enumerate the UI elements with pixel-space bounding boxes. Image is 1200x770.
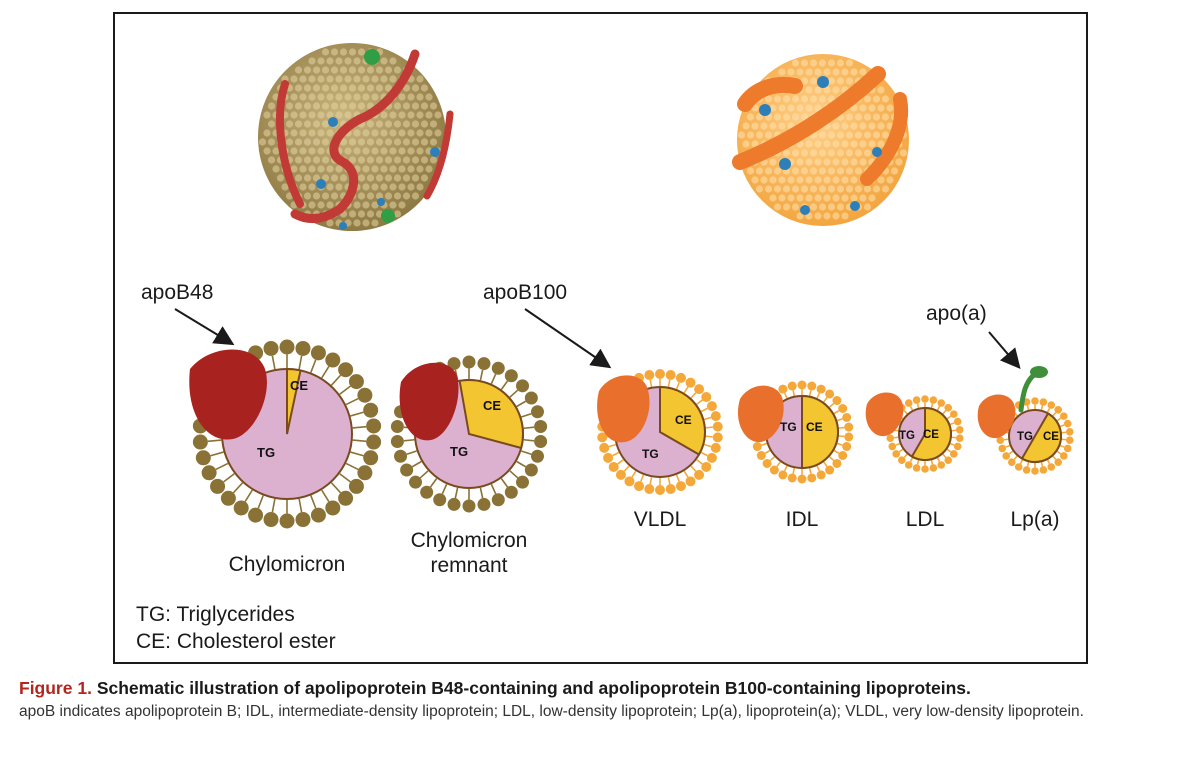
ce-slice <box>801 394 839 470</box>
apob48-arrow <box>174 308 235 346</box>
apob100-arrow <box>524 308 612 369</box>
apoa-label: apo(a) <box>926 302 987 325</box>
chylomicron-3d-illustration <box>258 43 454 231</box>
legend-ce: CE: Cholesterol ester <box>136 630 336 653</box>
caption-figure-number: Figure 1. <box>19 678 92 698</box>
ce-slice <box>910 406 952 461</box>
tg-label: TG <box>450 444 468 459</box>
figure-frame: apoB48 apoB100 apo(a) TG CE Chylomicron TG C… <box>113 12 1088 664</box>
ce-slice <box>1020 412 1062 463</box>
legend-tg: TG: Triglycerides <box>136 603 295 626</box>
apoa-arrow <box>988 331 1021 370</box>
particle-chylomicron: TG CE Chylomicron <box>189 339 382 576</box>
tg-label: TG <box>642 447 659 461</box>
tg-label: TG <box>899 430 915 442</box>
particle-name: LDL <box>906 508 945 531</box>
ce-label: CE <box>923 429 939 441</box>
tg-label: TG <box>780 420 797 434</box>
particle-name-line2: remnant <box>430 554 507 577</box>
ce-label: CE <box>675 413 692 427</box>
particle-name: VLDL <box>634 508 687 531</box>
abbreviation-legend: TG: Triglycerides CE: Cholesterol ester <box>136 601 336 655</box>
ce-label: CE <box>483 398 501 413</box>
lipoprotein-particles: TGCEChylomicronTGCEChylomicronremnantTGC… <box>189 339 1074 577</box>
caption-title-text: Schematic illustration of apolipoprotein… <box>96 678 971 698</box>
tg-label: TG <box>1017 431 1033 443</box>
ce-slice <box>659 385 706 456</box>
ce-label: CE <box>290 378 308 393</box>
apob100-protein <box>865 392 904 437</box>
tg-label: TG <box>257 445 275 460</box>
apob48-label: apoB48 <box>141 281 213 304</box>
particle-ldl: TG CE LDL <box>865 392 964 531</box>
particle-name: IDL <box>786 508 819 531</box>
apob100-protein <box>977 394 1016 439</box>
particle-name: Chylomicron <box>229 553 346 576</box>
apob100-protein <box>597 375 650 443</box>
ce-label: CE <box>1043 431 1059 443</box>
apob100-label: apoB100 <box>483 281 567 304</box>
particle-name: Chylomicron <box>411 529 528 552</box>
particle-vldl: TG CE VLDL <box>597 369 723 531</box>
particle-idl: TG CE IDL <box>737 380 854 531</box>
ce-slice <box>286 367 302 435</box>
apob100-protein <box>737 385 784 443</box>
apoa-head <box>1030 366 1048 378</box>
particle-lp-a-: TG CE Lp(a) <box>977 394 1074 531</box>
figure-caption: Figure 1. Schematic illustration of apol… <box>19 677 1184 723</box>
ce-label: CE <box>806 420 823 434</box>
ce-slice <box>458 379 524 450</box>
figure-illustration: apoB48 apoB100 apo(a) TG CE Chylomicron TG C… <box>141 43 1074 577</box>
caption-body: apoB indicates apolipoprotein B; IDL, in… <box>19 703 1084 720</box>
vldl-3d-illustration <box>732 54 909 226</box>
caption-title: Figure 1. Schematic illustration of apol… <box>19 677 1184 699</box>
apob48-protein <box>189 349 267 440</box>
apob48-protein <box>399 362 459 441</box>
particle-name: Lp(a) <box>1010 508 1059 531</box>
